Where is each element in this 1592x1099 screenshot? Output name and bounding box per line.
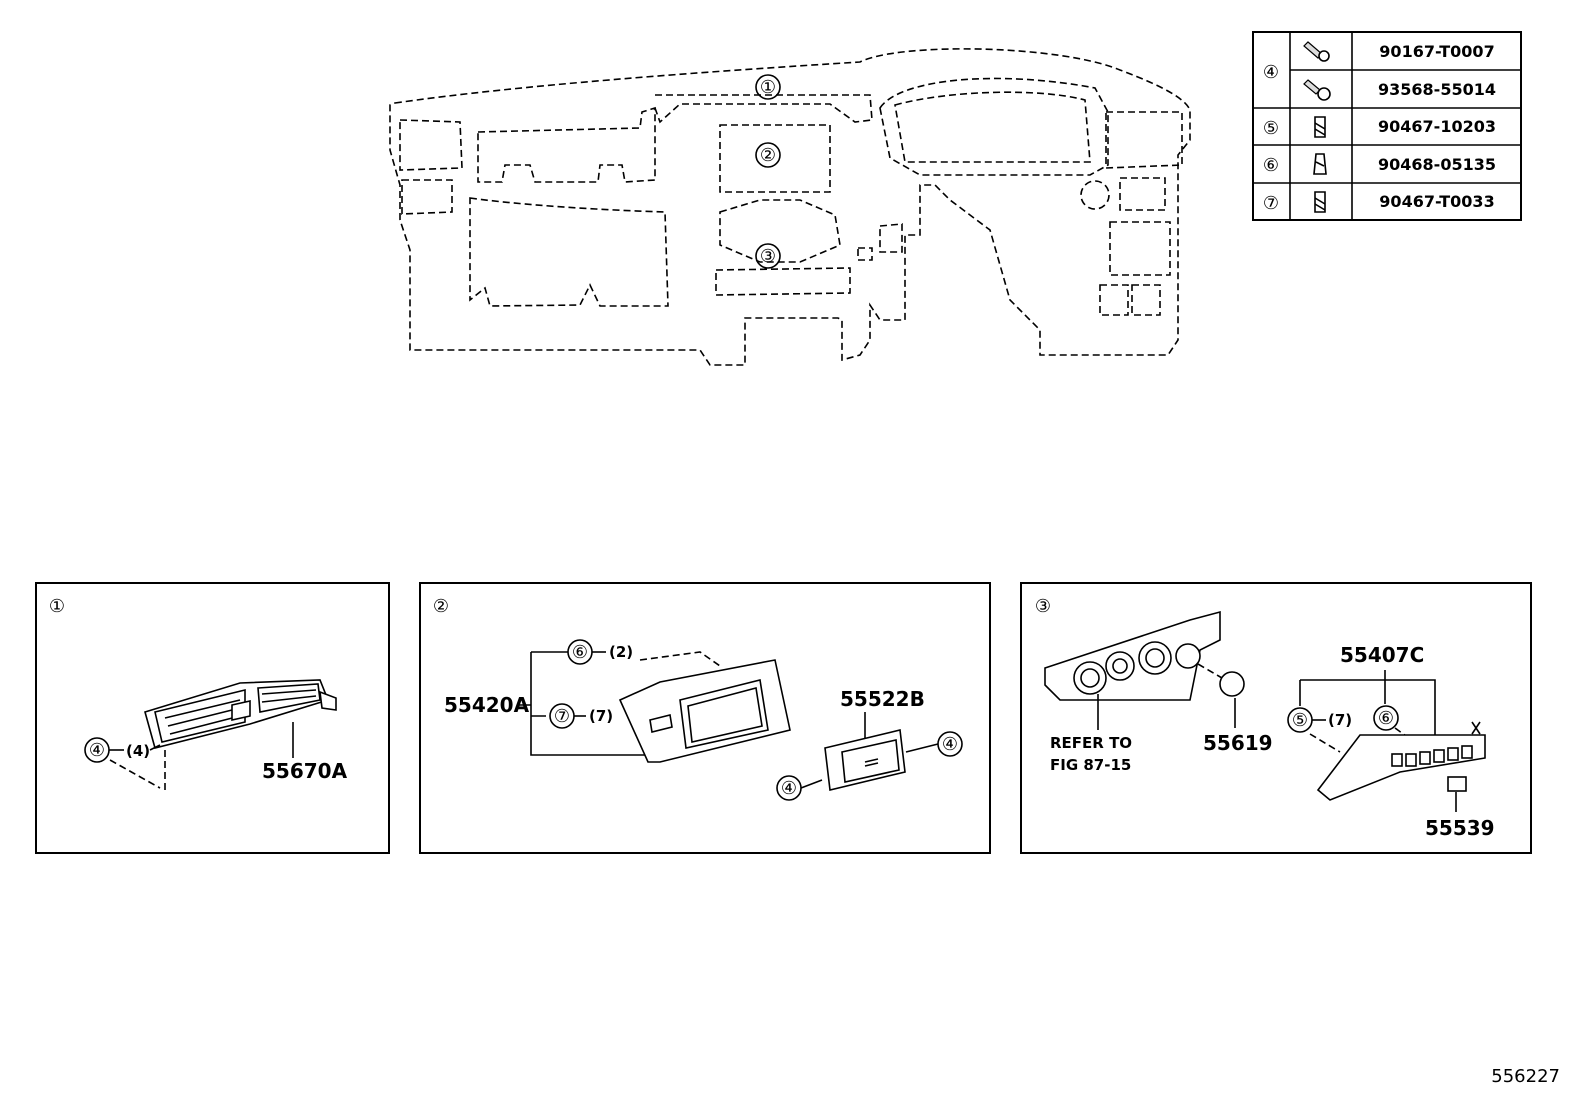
part-number: 93568-55014 (1378, 80, 1496, 99)
clip-qty-6: (2) (609, 643, 633, 661)
detail-panel-2: ② ⑥ (2) ⑦ (7) 55420A 55522B ④ ④ (419, 582, 991, 854)
part-number: 90467-T0033 (1379, 192, 1494, 211)
clip-key-6: ⑥ (1378, 708, 1394, 729)
screw-icon (1303, 41, 1330, 62)
part-number: 90468-05135 (1378, 155, 1496, 174)
clip-key-6: ⑥ (572, 642, 588, 663)
small-display-drawing (824, 729, 906, 791)
dashboard-overview: ① ② ③ (389, 48, 1191, 366)
table-key-4: ④ (1263, 62, 1279, 83)
fastener-qty: (4) (126, 742, 150, 760)
fastener-table: ④ ⑤ ⑥ ⑦ 90167-T0007 93568-55014 90467-10… (1252, 31, 1522, 221)
clip-qty: (7) (1328, 711, 1352, 729)
clip-key-7: ⑦ (554, 706, 570, 727)
switch-bezel-drawing (1316, 721, 1486, 801)
callout-1-label: ① (760, 77, 776, 98)
part-label: 55670A (262, 759, 348, 783)
knob-part-label: 55619 (1203, 731, 1273, 755)
part-number: 90167-T0007 (1379, 42, 1494, 61)
clip-icon (1313, 153, 1327, 175)
clip-icon (1314, 116, 1326, 138)
table-key-5: ⑤ (1263, 118, 1279, 139)
knob-drawing (1219, 671, 1245, 697)
display-bezel-drawing (618, 659, 791, 763)
callout-3 (755, 243, 781, 269)
refer-text: REFER TO (1050, 734, 1132, 752)
clip-qty-7: (7) (589, 707, 613, 725)
panel-id: ① (49, 596, 65, 617)
screw-key: ④ (781, 778, 797, 799)
callout-1 (755, 74, 781, 100)
fastener-key: ④ (89, 740, 105, 761)
callout-2-label: ② (760, 145, 776, 166)
detail-panel-1: ① ④ (4) 55670A (35, 582, 390, 854)
part-label-55420a: 55420A (444, 693, 530, 717)
center-vent-drawing (144, 679, 337, 749)
panel-id: ③ (1035, 596, 1051, 617)
figure-reference: 556227 (1491, 1066, 1560, 1087)
climate-panel-drawing (1044, 610, 1221, 701)
clip-icon (1314, 191, 1326, 213)
callout-2 (755, 142, 781, 168)
table-key-6: ⑥ (1263, 155, 1279, 176)
detail-panel-3: ③ 55619 REFER TO FIG 87-15 55407C ⑤ (7) … (1020, 582, 1532, 854)
switch-drawing (1447, 776, 1467, 792)
table-key-7: ⑦ (1263, 193, 1279, 214)
part-label-55407c: 55407C (1340, 643, 1424, 667)
clip-key-5: ⑤ (1292, 710, 1308, 731)
part-number: 90467-10203 (1378, 117, 1496, 136)
screw-washer-icon (1303, 79, 1331, 101)
part-label-55522b: 55522B (840, 687, 925, 711)
switch-part-label: 55539 (1425, 816, 1495, 840)
refer-text: FIG 87-15 (1050, 756, 1131, 774)
callout-3-label: ③ (760, 246, 776, 267)
screw-key: ④ (942, 734, 958, 755)
panel-id: ② (433, 596, 449, 617)
